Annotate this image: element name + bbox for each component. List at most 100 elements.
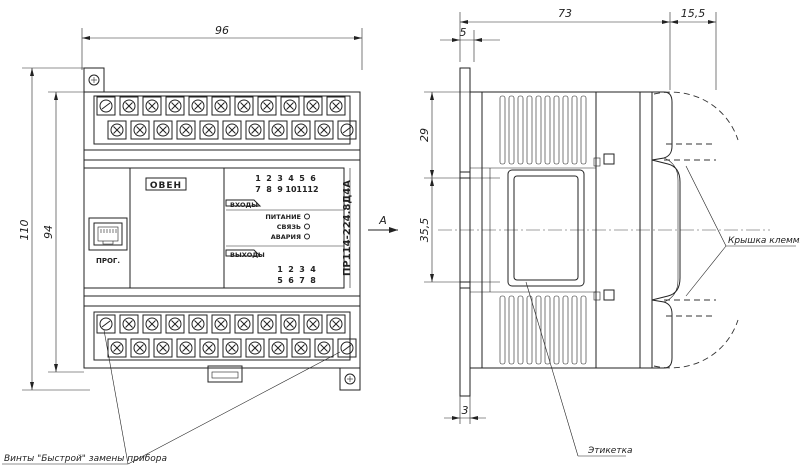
terminal-screw xyxy=(294,123,308,137)
vent-slot xyxy=(517,295,524,365)
terminal-cell xyxy=(245,120,265,140)
dim-35-5: 35,5 xyxy=(418,218,431,243)
terminal-cell xyxy=(303,314,323,334)
terminal-cell xyxy=(165,314,185,334)
vent-slot xyxy=(499,295,506,365)
dimension-width: 96 xyxy=(81,24,363,70)
callout-label-sticker: Этикетка xyxy=(525,281,633,457)
panel-number: 4 xyxy=(288,174,294,183)
terminal-screw xyxy=(317,123,331,137)
terminal-screw xyxy=(248,123,262,137)
panel-number: 5 xyxy=(277,276,283,285)
terminal-cell xyxy=(199,338,219,358)
terminal-screw xyxy=(260,99,274,113)
vent-slot xyxy=(562,95,569,165)
terminal-screw xyxy=(329,99,343,113)
terminal-screw xyxy=(133,123,147,137)
vent-slot xyxy=(544,295,551,365)
terminal-screw xyxy=(283,99,297,113)
callout-cover: Крышка клеммная xyxy=(685,165,800,297)
terminal-cell xyxy=(222,338,242,358)
dim-5: 5 xyxy=(460,26,467,39)
panel-number: 5 xyxy=(299,174,305,183)
terminal-screw xyxy=(156,341,170,355)
terminal-cell xyxy=(153,120,173,140)
terminal-cell xyxy=(291,120,311,140)
inputs-header: ВХОДЫ xyxy=(230,201,258,209)
terminal-screw xyxy=(179,123,193,137)
terminal-screw xyxy=(225,123,239,137)
terminal-screw xyxy=(260,317,274,331)
terminal-screw xyxy=(99,99,113,113)
terminal-screw xyxy=(191,317,205,331)
mounting-ear-top xyxy=(83,67,105,93)
terminal-cell xyxy=(268,120,288,140)
terminal-screw xyxy=(214,317,228,331)
vent-slot xyxy=(508,295,515,365)
terminal-row-bottom xyxy=(96,314,357,358)
view-a-label: A xyxy=(378,214,387,227)
terminal-screw xyxy=(179,341,193,355)
terminal-cell xyxy=(234,314,254,334)
terminal-cell xyxy=(234,96,254,116)
dim-73: 73 xyxy=(558,7,572,20)
panel-number: 1 xyxy=(277,265,283,274)
terminal-cell xyxy=(314,338,334,358)
terminal-screw xyxy=(191,99,205,113)
terminal-screw xyxy=(122,317,136,331)
terminal-screw xyxy=(99,317,113,331)
din-latch xyxy=(207,365,243,383)
terminal-cell xyxy=(96,314,116,334)
dimension-rail-height: 35,5 xyxy=(418,178,470,283)
terminal-cell xyxy=(119,96,139,116)
panel-number: 2 xyxy=(288,265,294,274)
vent-slot xyxy=(526,95,533,165)
vent-slot xyxy=(499,95,506,165)
vent-slot xyxy=(535,295,542,365)
terminal-cell xyxy=(119,314,139,334)
vent-slot xyxy=(580,295,587,365)
panel-number: 12 xyxy=(307,185,318,194)
vent-slot xyxy=(571,95,578,165)
screws-label: Винты "Быстрой" замены прибора xyxy=(4,454,167,464)
terminal-cell xyxy=(107,120,127,140)
terminal-cell xyxy=(280,96,300,116)
dim-15-5: 15,5 xyxy=(681,7,706,20)
dim-3: 3 xyxy=(462,404,469,417)
terminal-screw xyxy=(271,123,285,137)
terminal-screw xyxy=(306,99,320,113)
terminal-cell xyxy=(326,96,346,116)
terminal-screw xyxy=(283,317,297,331)
terminal-screw xyxy=(145,317,159,331)
terminal-screw xyxy=(168,99,182,113)
terminal-screw xyxy=(329,317,343,331)
terminal-screw xyxy=(202,341,216,355)
terminal-screw xyxy=(156,123,170,137)
panel-number: 2 xyxy=(266,174,272,183)
vent-slot xyxy=(544,95,551,165)
logo-text: ОВЕН xyxy=(150,181,182,191)
terminal-cell xyxy=(222,120,242,140)
dim-110: 110 xyxy=(18,220,31,241)
terminal-cover xyxy=(651,91,681,369)
terminal-cell xyxy=(326,314,346,334)
vent-slot xyxy=(562,295,569,365)
vent-slot xyxy=(526,295,533,365)
terminal-screw xyxy=(110,341,124,355)
terminal-screw xyxy=(340,341,354,355)
dim-29: 29 xyxy=(418,128,431,142)
terminal-cell xyxy=(165,96,185,116)
outputs-header: ВЫХОДЫ xyxy=(230,251,265,259)
panel-number: 6 xyxy=(310,174,316,183)
terminal-cell xyxy=(291,338,311,358)
terminal-cell xyxy=(130,338,150,358)
terminal-cell xyxy=(211,96,231,116)
indicator-label: ПИТАНИЕ xyxy=(265,213,301,221)
terminal-screw xyxy=(237,99,251,113)
terminal-screw xyxy=(237,317,251,331)
vent-slot xyxy=(553,295,560,365)
terminal-screw xyxy=(202,123,216,137)
